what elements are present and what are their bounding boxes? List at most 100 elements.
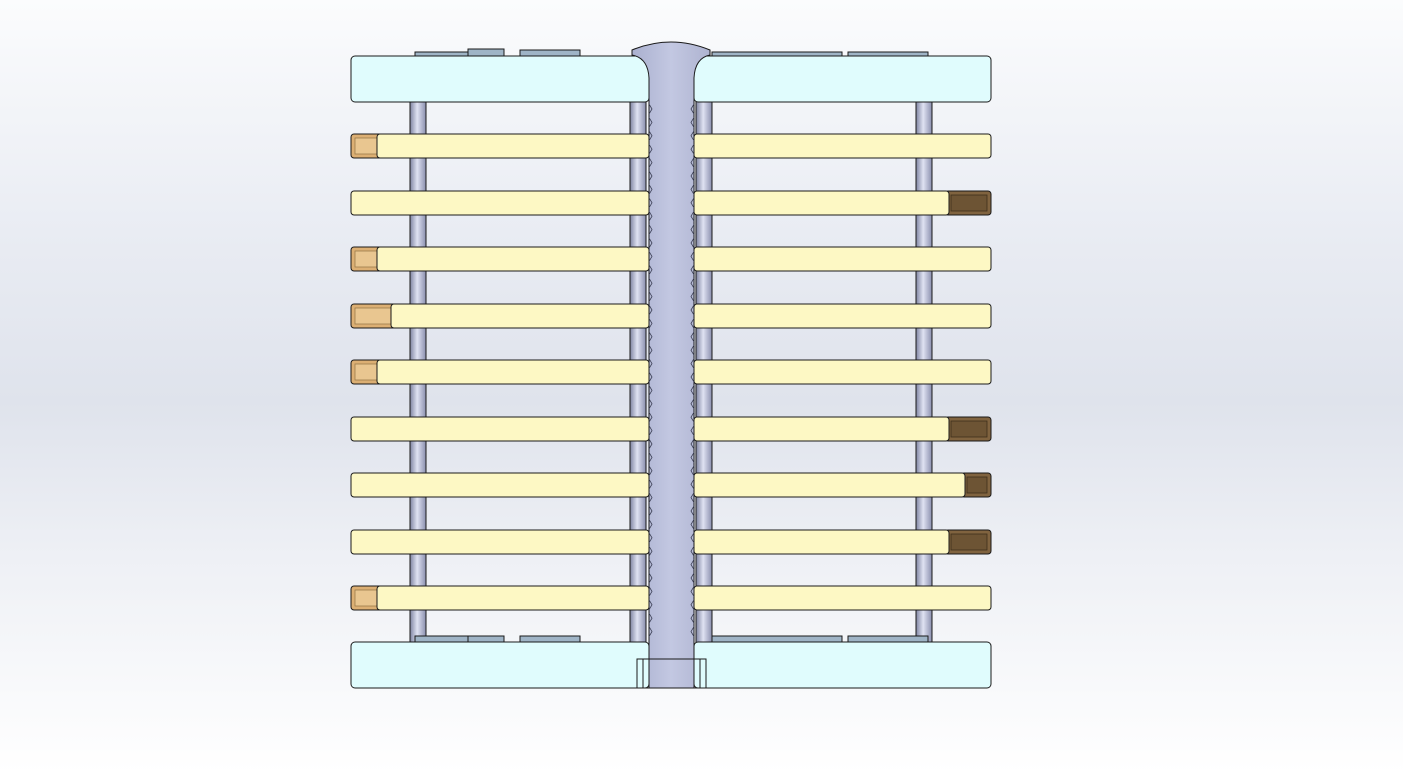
shaft-notch[interactable] [648, 572, 653, 584]
shaft-notch[interactable] [648, 505, 653, 517]
shaft-notch[interactable] [648, 277, 653, 289]
shaft-notch[interactable] [690, 224, 695, 235]
left-bar-end-cap-face[interactable] [354, 589, 378, 607]
left-bar[interactable] [390, 303, 650, 329]
shaft-notch[interactable] [690, 586, 695, 597]
shaft-notch[interactable] [648, 157, 653, 168]
shaft-notch[interactable] [690, 559, 695, 570]
shaft-notch[interactable] [690, 599, 695, 611]
shaft-notch[interactable] [648, 224, 653, 235]
right-bar-end-cap-face[interactable] [950, 533, 988, 551]
shaft-notch[interactable] [690, 371, 695, 383]
left-bar-end-cap-face[interactable] [354, 137, 378, 155]
shaft-notch[interactable] [648, 545, 653, 557]
shaft-notch[interactable] [690, 318, 695, 329]
bottom-plate-tab[interactable] [519, 635, 581, 643]
right-bar[interactable] [693, 190, 950, 216]
shaft-notch[interactable] [690, 264, 695, 276]
shaft-notch[interactable] [690, 130, 695, 142]
top-end-plate-left[interactable] [350, 55, 650, 103]
shaft-notch[interactable] [690, 344, 695, 356]
right-bar-end-cap-face[interactable] [950, 194, 988, 212]
shaft-notch[interactable] [690, 545, 695, 557]
shaft-notch[interactable] [648, 251, 653, 262]
left-bar[interactable] [376, 359, 650, 385]
shaft-notch[interactable] [648, 559, 653, 570]
shaft-notch[interactable] [648, 626, 653, 637]
shaft-notch[interactable] [648, 599, 653, 611]
shaft-notch[interactable] [690, 438, 695, 450]
shaft-nut[interactable] [636, 658, 707, 689]
shaft-notch[interactable] [648, 519, 653, 530]
right-bar[interactable] [693, 416, 950, 442]
shaft-notch[interactable] [648, 371, 653, 383]
bottom-plate-tab[interactable] [467, 635, 505, 643]
right-bar[interactable] [693, 529, 950, 555]
left-bar[interactable] [376, 133, 650, 159]
shaft-notch[interactable] [690, 184, 695, 195]
right-bar[interactable] [693, 359, 992, 385]
right-bar-end-cap-face[interactable] [966, 476, 988, 494]
shaft-notch[interactable] [690, 452, 695, 463]
right-bar-end-cap-face[interactable] [950, 420, 988, 438]
left-bar[interactable] [376, 246, 650, 272]
top-end-plate-right[interactable] [693, 55, 992, 103]
shaft-notch[interactable] [648, 385, 653, 396]
shaft-notch[interactable] [648, 465, 653, 477]
left-bar-end-cap-face[interactable] [354, 307, 392, 325]
shaft-notch[interactable] [648, 438, 653, 450]
shaft-notch[interactable] [690, 117, 695, 128]
shaft-notch[interactable] [690, 411, 695, 423]
shaft-notch[interactable] [648, 170, 653, 182]
shaft-notch[interactable] [648, 425, 653, 436]
shaft-notch[interactable] [648, 184, 653, 195]
shaft-notch[interactable] [690, 277, 695, 289]
shaft-notch[interactable] [648, 197, 653, 209]
shaft-notch[interactable] [648, 210, 653, 222]
shaft-notch[interactable] [690, 291, 695, 302]
right-bar[interactable] [693, 133, 992, 159]
left-bar[interactable] [350, 416, 650, 442]
shaft-notch[interactable] [648, 411, 653, 423]
left-bar[interactable] [376, 585, 650, 611]
shaft-notch[interactable] [690, 425, 695, 436]
shaft-notch[interactable] [690, 492, 695, 503]
shaft-notch[interactable] [690, 210, 695, 222]
shaft-notch[interactable] [648, 612, 653, 624]
shaft-notch[interactable] [690, 157, 695, 168]
shaft-notch[interactable] [690, 532, 695, 544]
shaft-notch[interactable] [690, 398, 695, 410]
left-bar-end-cap-face[interactable] [354, 363, 378, 381]
right-bar[interactable] [693, 472, 966, 498]
shaft-notch[interactable] [648, 117, 653, 128]
bottom-end-plate-left[interactable] [350, 641, 650, 689]
shaft-notch[interactable] [690, 358, 695, 369]
shaft-notch[interactable] [648, 237, 653, 249]
left-bar[interactable] [350, 190, 650, 216]
shaft-notch[interactable] [690, 385, 695, 396]
shaft-notch[interactable] [648, 304, 653, 316]
shaft-notch[interactable] [690, 465, 695, 477]
shaft-notch[interactable] [690, 251, 695, 262]
shaft-notch[interactable] [648, 264, 653, 276]
shaft-notch[interactable] [690, 170, 695, 182]
shaft-notch[interactable] [690, 572, 695, 584]
bottom-end-plate-right[interactable] [693, 641, 992, 689]
shaft-notch[interactable] [690, 197, 695, 209]
bottom-plate-tab[interactable] [847, 635, 929, 643]
shaft-notch[interactable] [648, 478, 653, 490]
shaft-notch[interactable] [690, 478, 695, 490]
shaft-notch[interactable] [690, 331, 695, 343]
shaft-notch[interactable] [648, 452, 653, 463]
shaft-notch[interactable] [648, 318, 653, 329]
shaft-notch[interactable] [690, 505, 695, 517]
shaft-notch[interactable] [648, 398, 653, 410]
left-bar[interactable] [350, 529, 650, 555]
shaft-notch[interactable] [648, 103, 653, 115]
shaft-notch[interactable] [648, 586, 653, 597]
shaft-notch[interactable] [690, 612, 695, 624]
shaft-notch[interactable] [690, 103, 695, 115]
shaft-notch[interactable] [690, 519, 695, 530]
